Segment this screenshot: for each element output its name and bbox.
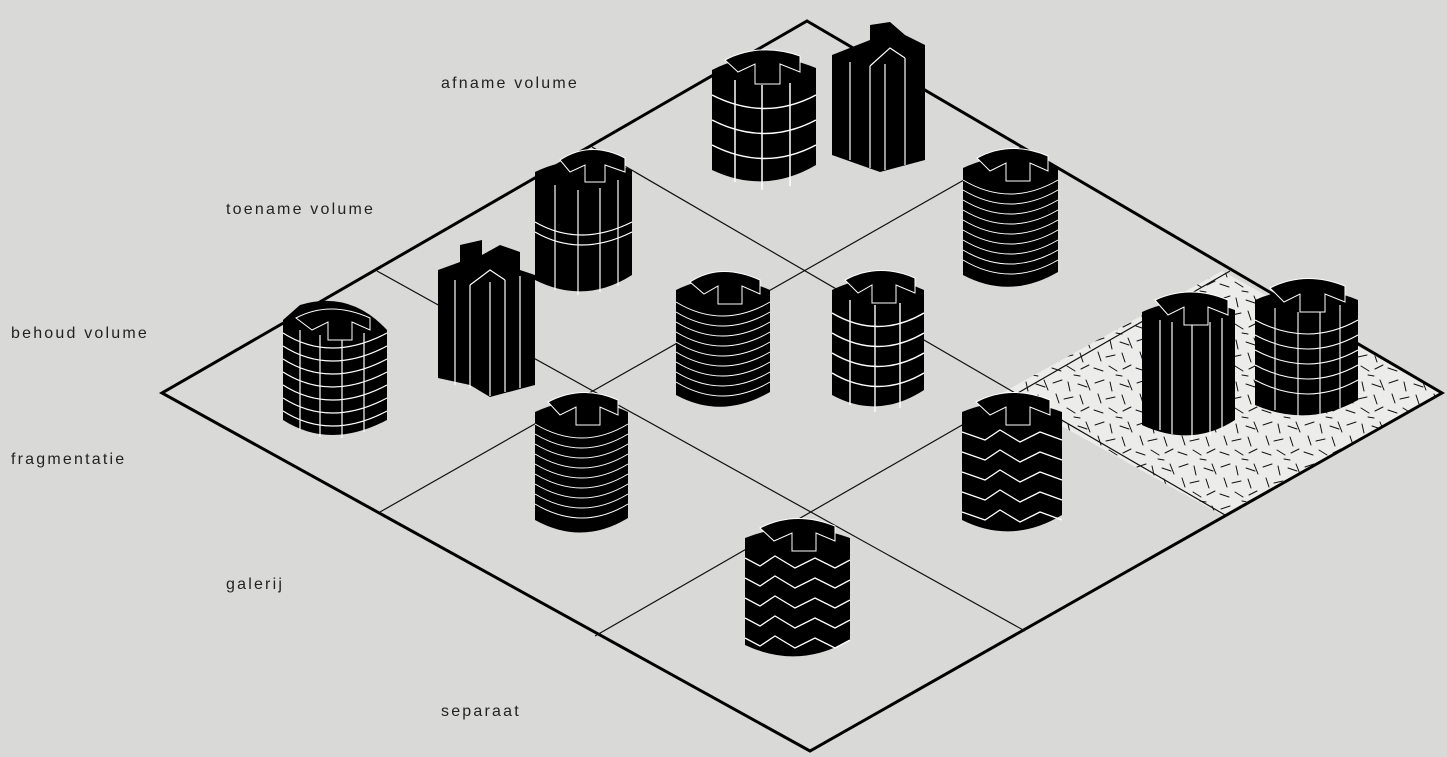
building-center-gallery bbox=[675, 271, 771, 407]
building-afname-slab bbox=[832, 22, 925, 172]
building-separaat bbox=[744, 517, 851, 657]
building-behoud-row bbox=[282, 300, 388, 438]
label-fragmentatie: fragmentatie bbox=[11, 451, 127, 468]
building-pleated bbox=[961, 391, 1063, 532]
building-frag-gallery bbox=[534, 391, 629, 533]
building-afname-banded bbox=[711, 49, 817, 190]
building-toename-drums bbox=[534, 149, 633, 295]
label-toename-volume: toename volume bbox=[226, 201, 376, 218]
building-twin-ring bbox=[1254, 277, 1359, 416]
grid-lines bbox=[376, 146, 1231, 637]
building-center-banded bbox=[831, 269, 925, 412]
building-twin-slabs bbox=[1142, 291, 1235, 440]
building-toename-fragmented bbox=[438, 240, 535, 397]
label-galerij: galerij bbox=[226, 576, 285, 593]
building-back-gallery bbox=[962, 147, 1059, 287]
ground-plane bbox=[158, 19, 1446, 753]
label-behoud-volume: behoud volume bbox=[11, 325, 150, 342]
label-afname-volume: afname volume bbox=[441, 75, 579, 92]
label-separaat: separaat bbox=[441, 703, 521, 720]
